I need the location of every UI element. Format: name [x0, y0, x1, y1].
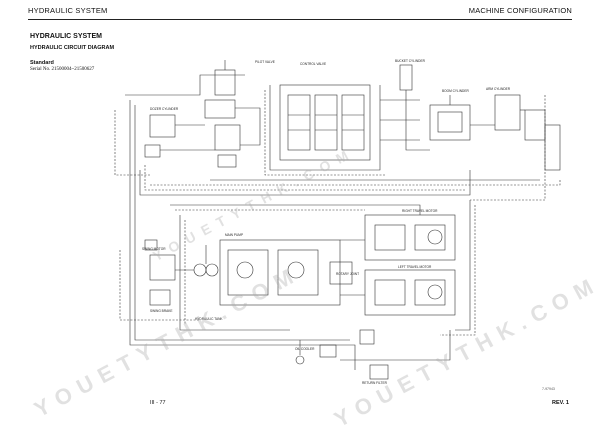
page-number: III - 77 [150, 400, 166, 406]
label-right-travel-motor: RIGHT TRAVEL MOTOR [402, 209, 438, 213]
diagram-title: HYDRAULIC CIRCUIT DIAGRAM [30, 45, 115, 51]
configuration-label: Standard [30, 60, 54, 66]
label-left-travel-motor: LEFT TRAVEL MOTOR [398, 265, 432, 269]
label-swing-brake: SWING BRAKE [150, 309, 173, 313]
label-rotary-joint: ROTARY JOINT [336, 272, 359, 276]
figure-code: 7-97943 [542, 387, 555, 391]
label-pilot-valve: PILOT VALVE [255, 60, 275, 64]
header-chapter-name: MACHINE CONFIGURATION [468, 6, 572, 15]
label-control-valve: CONTROL VALVE [300, 62, 326, 66]
serial-number: Serial No. 21500004~21500627 [30, 67, 95, 72]
label-bucket-cylinder: BUCKET CYLINDER [395, 59, 426, 63]
label-main-pump: MAIN PUMP [225, 233, 243, 237]
label-boom-cylinder: BOOM CYLINDER [442, 89, 469, 93]
revision-label: REV. 1 [552, 400, 569, 406]
label-hydraulic-tank: HYDRAULIC TANK [195, 317, 223, 321]
label-return-filter: RETURN FILTER [362, 381, 388, 385]
page-header: HYDRAULIC SYSTEM MACHINE CONFIGURATION [28, 5, 572, 20]
label-oil-cooler: OIL COOLER [295, 347, 315, 351]
section-title: HYDRAULIC SYSTEM [30, 33, 102, 40]
label-arm-cylinder: ARM CYLINDER [486, 87, 511, 91]
header-section-name: HYDRAULIC SYSTEM [28, 6, 108, 15]
hydraulic-circuit-diagram: PILOT VALVE CONTROL VALVE BOOM CYLINDER … [114, 59, 561, 385]
label-swing-motor: SWING MOTOR [142, 247, 166, 251]
label-dozer-cylinder: DOZER CYLINDER [150, 107, 179, 111]
